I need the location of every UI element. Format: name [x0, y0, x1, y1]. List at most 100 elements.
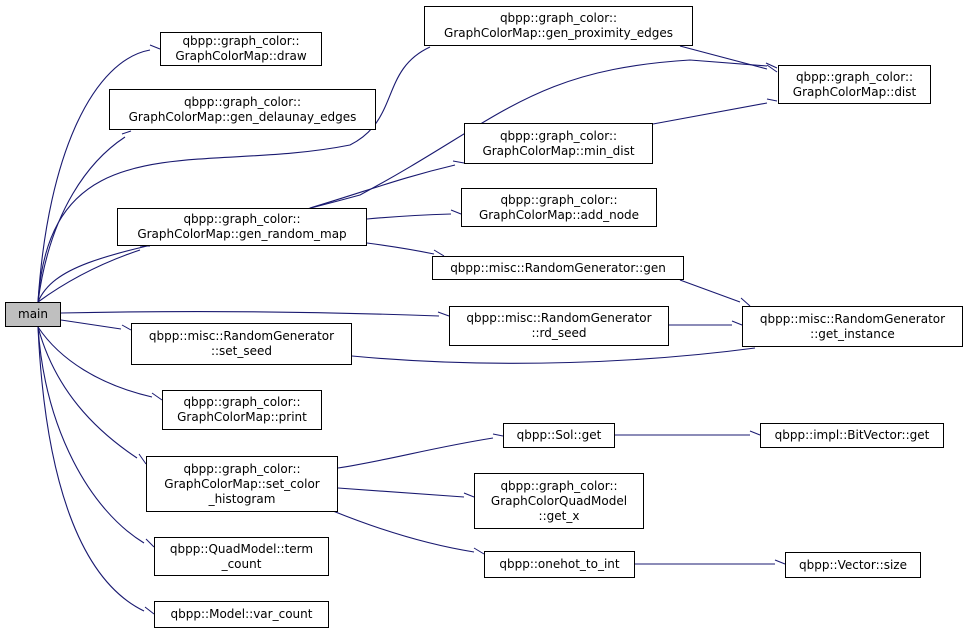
node-onehot-to-int[interactable]: qbpp::onehot_to_int — [484, 551, 635, 578]
node-label: qbpp::graph_color:: GraphColorMap::draw — [175, 34, 307, 63]
edge-sol-get-bitvector-get — [615, 430, 761, 436]
edge-gen-random-map-min-dist — [309, 160, 465, 209]
edge-set-color-histogram-sol-get-line — [337, 437, 494, 469]
edge-main-var-count — [37, 326, 155, 615]
edge-main-draw-line — [37, 49, 151, 303]
edge-gen-random-map-rg-gen-arrowhead — [433, 249, 445, 257]
node-set-color-histogram[interactable]: qbpp::graph_color:: GraphColorMap::set_c… — [146, 456, 338, 512]
node-bitvector-get[interactable]: qbpp::impl::BitVector::get — [760, 423, 944, 448]
edge-set-color-histogram-onehot-to-int-arrowhead — [473, 547, 485, 555]
edge-onehot-to-int-vector-size-arrowhead — [774, 559, 786, 565]
edge-main-print-arrowhead — [151, 392, 163, 401]
edge-gen-random-map-add-node — [366, 209, 462, 220]
edge-main-gen-random-map-line — [37, 249, 141, 303]
edge-sol-get-bitvector-get-arrowhead — [749, 430, 761, 436]
node-set-seed[interactable]: qbpp::misc::RandomGenerator ::set_seed — [131, 323, 352, 365]
node-label: qbpp::misc::RandomGenerator::gen — [450, 260, 666, 275]
edge-gen-proximity-edges-dist-line — [679, 45, 768, 70]
edge-min-dist-dist-line — [652, 102, 768, 125]
edge-set-seed-get-instance-line — [351, 347, 756, 364]
node-label: qbpp::graph_color:: GraphColorMap::min_d… — [482, 128, 635, 158]
node-var-count[interactable]: qbpp::Model::var_count — [154, 601, 329, 628]
edge-main-gen-random-map — [37, 245, 150, 303]
edge-main-draw — [37, 44, 161, 303]
edge-rd-seed-get-instance-arrowhead — [731, 320, 743, 326]
node-main: main — [5, 302, 61, 327]
node-gen-random-map[interactable]: qbpp::graph_color:: GraphColorMap::gen_r… — [117, 208, 367, 246]
node-label: main — [18, 307, 48, 321]
edge-onehot-to-int-vector-size — [635, 559, 786, 565]
node-add-node[interactable]: qbpp::graph_color:: GraphColorMap::add_n… — [461, 188, 657, 227]
node-get-x[interactable]: qbpp::graph_color:: GraphColorQuadModel … — [474, 473, 644, 529]
node-label: qbpp::graph_color:: GraphColorMap::gen_d… — [128, 94, 357, 124]
edge-gen-random-map-add-node-arrowhead — [450, 209, 462, 215]
edge-main-term-count — [37, 326, 155, 548]
edge-main-rd-seed — [60, 311, 450, 317]
edge-set-color-histogram-get-x-line — [337, 487, 465, 498]
edge-set-color-histogram-sol-get-arrowhead — [492, 433, 504, 437]
node-min-dist[interactable]: qbpp::graph_color:: GraphColorMap::min_d… — [464, 123, 653, 164]
edge-main-print-line — [37, 326, 153, 398]
edge-gen-random-map-rg-gen-line — [366, 242, 435, 255]
edge-main-set-seed — [60, 319, 132, 331]
edge-main-draw-arrowhead — [149, 44, 161, 50]
edge-gen-random-map-add-node-line — [366, 213, 452, 220]
edge-main-dist-arrowhead — [765, 62, 778, 69]
edge-main-var-count-arrowhead — [144, 606, 155, 615]
node-get-instance[interactable]: qbpp::misc::RandomGenerator ::get_instan… — [742, 306, 963, 347]
edge-set-color-histogram-onehot-to-int — [332, 510, 485, 555]
node-sol-get[interactable]: qbpp::Sol::get — [503, 423, 615, 448]
node-label: qbpp::misc::RandomGenerator ::set_seed — [148, 329, 335, 358]
edge-set-color-histogram-onehot-to-int-line — [332, 510, 475, 553]
edge-main-set-color-histogram — [37, 326, 147, 465]
edge-main-set-seed-line — [60, 319, 122, 330]
edge-main-set-color-histogram-line — [37, 326, 138, 459]
node-label: qbpp::graph_color:: GraphColorMap::set_c… — [164, 461, 320, 506]
node-random-generator-gen[interactable]: qbpp::misc::RandomGenerator::gen — [432, 256, 684, 280]
edge-gen-proximity-edges-dist-arrowhead — [766, 64, 778, 73]
edge-main-rd-seed-line — [60, 311, 440, 317]
node-label: qbpp::Vector::size — [799, 557, 907, 572]
node-label: qbpp::graph_color:: GraphColorQuadModel … — [490, 478, 628, 523]
node-label: qbpp::graph_color:: GraphColorMap::gen_r… — [137, 212, 347, 241]
edge-rg-gen-get-instance — [679, 279, 751, 307]
node-label: qbpp::graph_color:: GraphColorMap::gen_p… — [444, 11, 673, 40]
edge-min-dist-dist — [652, 98, 778, 125]
node-label: qbpp::graph_color:: GraphColorMap::add_n… — [478, 192, 640, 222]
edge-main-set-color-histogram-arrowhead — [138, 453, 147, 465]
edge-main-gen-delaunay-edges-line — [37, 136, 126, 303]
node-label: qbpp::QuadModel::term _count — [169, 541, 314, 571]
node-term-count[interactable]: qbpp::QuadModel::term _count — [154, 537, 329, 576]
edge-main-term-count-arrowhead — [145, 538, 155, 548]
edge-main-gen-proximity-edges — [37, 41, 441, 303]
node-label: qbpp::graph_color:: GraphColorMap::dist — [792, 69, 917, 99]
node-label: qbpp::onehot_to_int — [499, 557, 620, 571]
node-gen-proximity-edges[interactable]: qbpp::graph_color:: GraphColorMap::gen_p… — [424, 6, 693, 46]
node-label: qbpp::impl::BitVector::get — [774, 428, 930, 442]
node-label: qbpp::Sol::get — [516, 428, 602, 442]
edge-set-color-histogram-get-x-arrowhead — [463, 492, 475, 498]
node-label: qbpp::Model::var_count — [170, 607, 313, 621]
edge-set-color-histogram-get-x — [337, 487, 475, 498]
edge-gen-random-map-min-dist-arrowhead — [452, 160, 465, 164]
edge-main-term-count-line — [37, 326, 145, 544]
node-label: qbpp::misc::RandomGenerator ::get_instan… — [759, 311, 946, 341]
node-label: qbpp::graph_color:: GraphColorMap::print — [177, 395, 307, 424]
edge-rd-seed-get-instance — [669, 320, 743, 326]
node-rd-seed[interactable]: qbpp::misc::RandomGenerator ::rd_seed — [449, 306, 669, 346]
edge-main-gen-delaunay-edges — [37, 130, 132, 303]
node-print[interactable]: qbpp::graph_color:: GraphColorMap::print — [162, 390, 322, 430]
edge-gen-random-map-rg-gen — [366, 242, 445, 257]
edge-main-gen-delaunay-edges-arrowhead — [121, 130, 132, 135]
edge-main-rd-seed-arrowhead — [437, 311, 450, 317]
node-gen-delaunay-edges[interactable]: qbpp::graph_color:: GraphColorMap::gen_d… — [109, 89, 376, 130]
edge-gen-random-map-min-dist-line — [309, 164, 456, 209]
edge-gen-proximity-edges-dist — [679, 45, 778, 73]
node-draw[interactable]: qbpp::graph_color:: GraphColorMap::draw — [160, 32, 322, 66]
node-dist[interactable]: qbpp::graph_color:: GraphColorMap::dist — [778, 65, 931, 104]
node-vector-size[interactable]: qbpp::Vector::size — [785, 552, 921, 578]
edge-main-gen-proximity-edges-line — [37, 46, 431, 303]
edge-main-dist-line — [37, 59, 768, 303]
